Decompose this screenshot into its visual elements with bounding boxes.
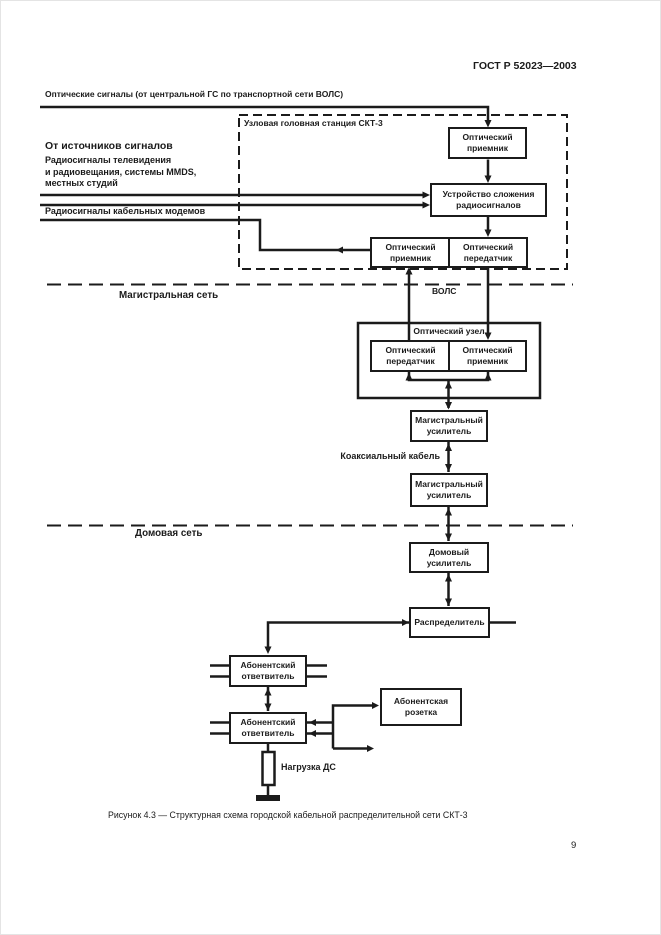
ds-load-label: Нагрузка ДС xyxy=(281,762,336,772)
trunk-section-label: Магистральная сеть xyxy=(119,290,219,301)
page-number: 9 xyxy=(571,840,577,851)
arrowhead-down-icon xyxy=(445,464,452,472)
box-signal-combiner: Устройство сложения радиосигналов xyxy=(430,183,547,217)
coax-cable-label: Коаксиальный кабель xyxy=(340,451,440,461)
arrowhead-down-icon xyxy=(264,703,272,711)
box-optical-receiver-return: Оптический приемник xyxy=(370,237,451,268)
line-to-outlet xyxy=(331,704,374,749)
arrowhead-down-icon xyxy=(445,598,452,606)
signal-sources-heading: От источников сигналов xyxy=(45,140,173,152)
optical-node-title: Оптический узел xyxy=(413,326,485,336)
figure-caption: Рисунок 4.3 — Структурная схема городско… xyxy=(108,810,468,820)
line-node-join xyxy=(407,371,490,382)
box-node-optical-transmitter: Оптический передатчик xyxy=(370,340,451,372)
optical-signals-label: Оптические сигналы (от центральной ГС по… xyxy=(45,89,344,99)
line-optical-input xyxy=(40,105,490,121)
box-node-optical-receiver: Оптический приемник xyxy=(448,340,527,372)
arrowhead-up-icon xyxy=(484,372,492,381)
box-trunk-amplifier-1: Магистральный усилитель xyxy=(410,410,488,442)
signal-sources-detail: Радиосигналы телевидения и радиовещания,… xyxy=(45,155,197,189)
headend-title: Узловая головная станция СКТ-3 xyxy=(244,118,383,128)
box-subscriber-outlet: Абонентская розетка xyxy=(380,688,462,726)
box-distributor: Распределитель xyxy=(409,607,490,638)
arrowhead-down-icon xyxy=(445,402,452,410)
headend-dashed-border xyxy=(238,114,568,270)
arrowhead-right-icon xyxy=(367,745,374,752)
arrowhead-right-icon xyxy=(402,619,409,626)
vols-label: ВОЛС xyxy=(432,286,457,296)
arrowhead-left-icon xyxy=(309,730,316,737)
arrowhead-up-icon xyxy=(405,267,413,275)
box-house-amplifier: Домовый усилитель xyxy=(409,542,489,573)
arrowhead-down-icon xyxy=(264,646,272,654)
house-section-label: Домовая сеть xyxy=(135,528,203,539)
line-cable-modem-return xyxy=(40,218,370,252)
arrowhead-up-icon xyxy=(445,443,452,451)
standard-number: ГОСТ Р 52023—2003 xyxy=(473,60,577,72)
arrowhead-up-icon xyxy=(445,574,452,582)
box-subscriber-tap-2: Абонентский ответвитель xyxy=(229,712,307,744)
arrowhead-left-icon xyxy=(309,719,316,726)
box-optical-receiver-top: Оптический приемник xyxy=(448,127,527,159)
arrowhead-left-icon xyxy=(336,246,343,254)
box-trunk-amplifier-2: Магистральный усилитель xyxy=(410,473,488,507)
arrowhead-up-icon xyxy=(264,688,272,696)
arrowhead-up-icon xyxy=(445,381,452,389)
arrowhead-down-icon xyxy=(445,533,452,541)
arrowhead-right-icon xyxy=(422,201,430,209)
arrowhead-up-icon xyxy=(445,508,452,516)
arrowhead-down-icon xyxy=(484,332,492,340)
arrowhead-right-icon xyxy=(372,702,379,709)
ground-symbol-icon xyxy=(256,795,280,801)
box-subscriber-tap-1: Абонентский ответвитель xyxy=(229,655,307,687)
arrowhead-right-icon xyxy=(422,191,430,199)
terminator-resistor xyxy=(261,750,276,787)
arrowhead-down-icon xyxy=(484,120,492,128)
arrowhead-down-icon xyxy=(484,175,492,183)
arrowhead-down-icon xyxy=(484,229,492,237)
line-distributor-to-tap1 xyxy=(266,621,409,650)
box-optical-transmitter: Оптический передатчик xyxy=(448,237,528,268)
cable-modems-label: Радиосигналы кабельных модемов xyxy=(45,206,206,216)
arrowhead-up-icon xyxy=(405,372,413,381)
